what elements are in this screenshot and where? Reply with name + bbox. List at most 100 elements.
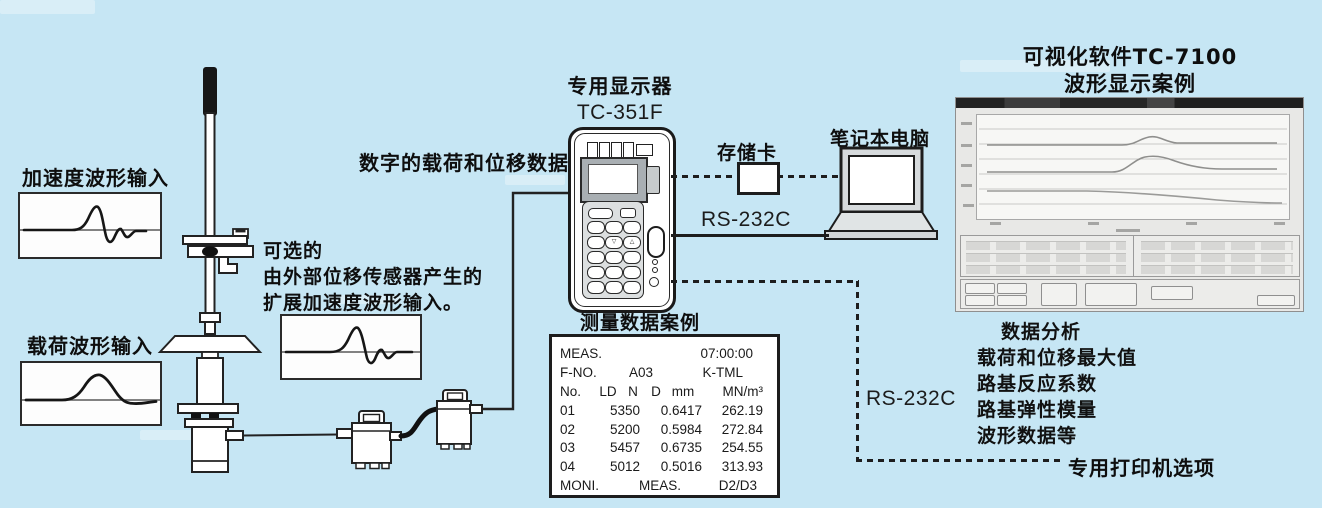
axis-tick [961, 164, 972, 167]
displacement-value: 0.6417 [660, 402, 702, 418]
tc7100-software-window [955, 97, 1304, 312]
clamp-hook [218, 256, 238, 274]
device-port [649, 277, 659, 287]
spacer-block [209, 413, 219, 419]
rod-collar [199, 312, 221, 323]
optional-waveform-box [280, 314, 422, 380]
row-no: 04 [560, 459, 576, 475]
analysis-line: 路基弹性模量 [977, 399, 1098, 421]
trace-2 [987, 155, 1277, 173]
table-row: 04 5012 0.5016 313.93 [560, 457, 769, 476]
keypad-key [587, 221, 605, 234]
sensor1-foot [369, 462, 380, 470]
sensor1-body [351, 422, 392, 464]
load-value: 5457 [609, 440, 640, 456]
moni-label: MONI. [560, 478, 599, 494]
field-row [966, 241, 1126, 250]
table-footer-row: MONI. MEAS. D2/D3 [560, 476, 769, 495]
down-triangle-key: ▽ [605, 236, 623, 249]
optional-note: 可选的 由外部位移传感器产生的 扩展加速度波形输入。 [263, 238, 483, 316]
keypad-key [587, 266, 605, 279]
device-antenna [646, 166, 660, 194]
load-value: 5012 [609, 459, 640, 475]
table-row: MEAS. 07:00:00 [560, 344, 769, 363]
status-field [1151, 286, 1193, 300]
device-screen-glass [588, 164, 638, 194]
window-title-bar [956, 98, 1303, 108]
analysis-output-list: 数据分析 载荷和位移最大值 路基反应系数 路基弹性模量 波形数据等 [977, 319, 1137, 449]
fno-label: F-NO. [560, 364, 597, 380]
meter-table-title: 测量数据案例 [580, 312, 701, 334]
sensor1-foot [355, 462, 366, 470]
status-field [1257, 295, 1295, 306]
sensor2-foot [453, 443, 463, 450]
sensor2-connector-right [469, 404, 483, 414]
analysis-line: 载荷和位移最大值 [977, 347, 1138, 369]
rs232c-bottom-label: RS-232C [866, 387, 956, 410]
displacement-value: 0.5016 [660, 459, 702, 475]
display-model: TC-351F [576, 101, 664, 124]
axis-tick [961, 144, 972, 147]
keypad-key [587, 236, 605, 249]
digital-data-label: 数字的载荷和位移数据 [359, 151, 569, 175]
axis-tick [961, 184, 972, 187]
col-header: N [628, 383, 638, 399]
axis-tick [1186, 222, 1197, 225]
parameter-panel [960, 235, 1300, 277]
load-waveform-box [20, 361, 162, 426]
flange-plate-lower [184, 418, 234, 428]
table-row: 03 5457 0.6735 254.55 [560, 438, 769, 457]
power-key [620, 208, 636, 218]
toolbar-button [1041, 283, 1077, 306]
keypad-key [605, 221, 623, 234]
device-led [652, 259, 658, 265]
scan-streak [0, 0, 95, 14]
laptop-keyboard-deck [827, 211, 936, 232]
toolbar-button [997, 283, 1027, 294]
toolbar-button [965, 295, 995, 306]
clamp-knob [202, 246, 218, 257]
device-side-button [647, 226, 665, 258]
load-waveform-label: 载荷波形输入 [27, 334, 153, 358]
modulus-value: 313.93 [721, 459, 763, 475]
drop-handle [203, 67, 217, 116]
device-led [652, 267, 658, 273]
signal-wire-to-display [482, 191, 568, 411]
axis-tick [961, 122, 972, 125]
axis-tick [1274, 222, 1285, 225]
field-row [966, 253, 1126, 262]
loading-plate [157, 335, 263, 353]
fno-value: A03 [628, 364, 654, 380]
trace-3 [987, 190, 1283, 204]
status-field [1085, 283, 1137, 306]
modulus-value: 272.84 [721, 421, 763, 437]
dashed-link-device-card [671, 175, 737, 178]
modulus-value: 254.55 [721, 440, 763, 456]
keypad-key [605, 251, 623, 264]
analysis-line: 路基反应系数 [977, 373, 1098, 395]
keypad-key [623, 281, 641, 294]
sensor1-connector-left [336, 428, 354, 439]
row-no: 02 [560, 421, 576, 437]
field-row [1141, 241, 1293, 250]
keypad-key [605, 281, 623, 294]
handheld-display-tc351f: ▽ △ [568, 127, 676, 313]
laptop-base [824, 230, 938, 240]
scan-streak [140, 430, 210, 440]
accel-waveform-label: 加速度波形输入 [22, 166, 169, 190]
sensor2-body [436, 400, 472, 445]
displacement-value: 0.5984 [660, 421, 702, 437]
sensor2-handle-inner [446, 392, 464, 401]
dashed-link-device-printer-h2 [856, 459, 1062, 462]
analysis-line: 波形数据等 [977, 425, 1078, 447]
sensor2-foot [440, 443, 450, 450]
sensor2-foot [463, 443, 471, 450]
axis-tick [990, 222, 1001, 225]
optional-note-line1: 可选的 [263, 240, 324, 262]
optional-waveform-icon [282, 326, 420, 365]
laptop-label: 笔记本电脑 [830, 128, 931, 150]
field-row [1141, 253, 1293, 262]
table-row: F-NO. A03 K-TML [560, 363, 769, 382]
d2d3-label: D2/D3 [718, 478, 757, 494]
function-key [588, 208, 613, 219]
